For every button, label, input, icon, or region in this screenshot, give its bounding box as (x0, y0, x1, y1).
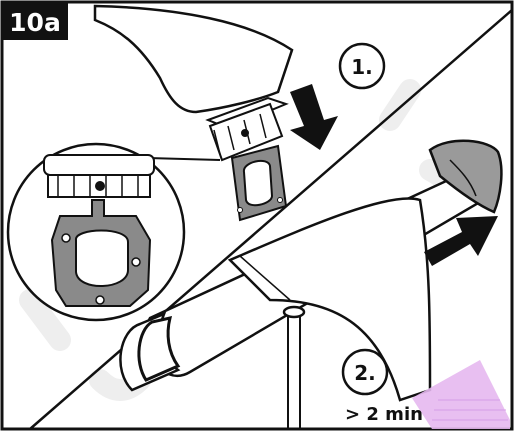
step-1-badge: 1. (338, 42, 386, 90)
duration-label: > 2 min (345, 404, 423, 425)
small-gasket (230, 144, 288, 222)
down-arrow-icon (290, 84, 338, 150)
detail-magnifier (6, 142, 221, 322)
water-flow (412, 360, 510, 429)
step-1-label: 1. (351, 55, 373, 79)
faucet-lever (428, 139, 503, 214)
faucet-body (119, 167, 492, 429)
figure-tag: 10a (2, 2, 68, 40)
diagonal-divider (29, 9, 513, 430)
step-2-badge: 2. (341, 348, 389, 396)
filter-cartridge (205, 96, 289, 162)
figure-label: 10a (9, 8, 61, 37)
step-2-label: 2. (354, 361, 376, 385)
push-arrow-icon (424, 216, 498, 266)
diverter-cover (93, 4, 294, 114)
